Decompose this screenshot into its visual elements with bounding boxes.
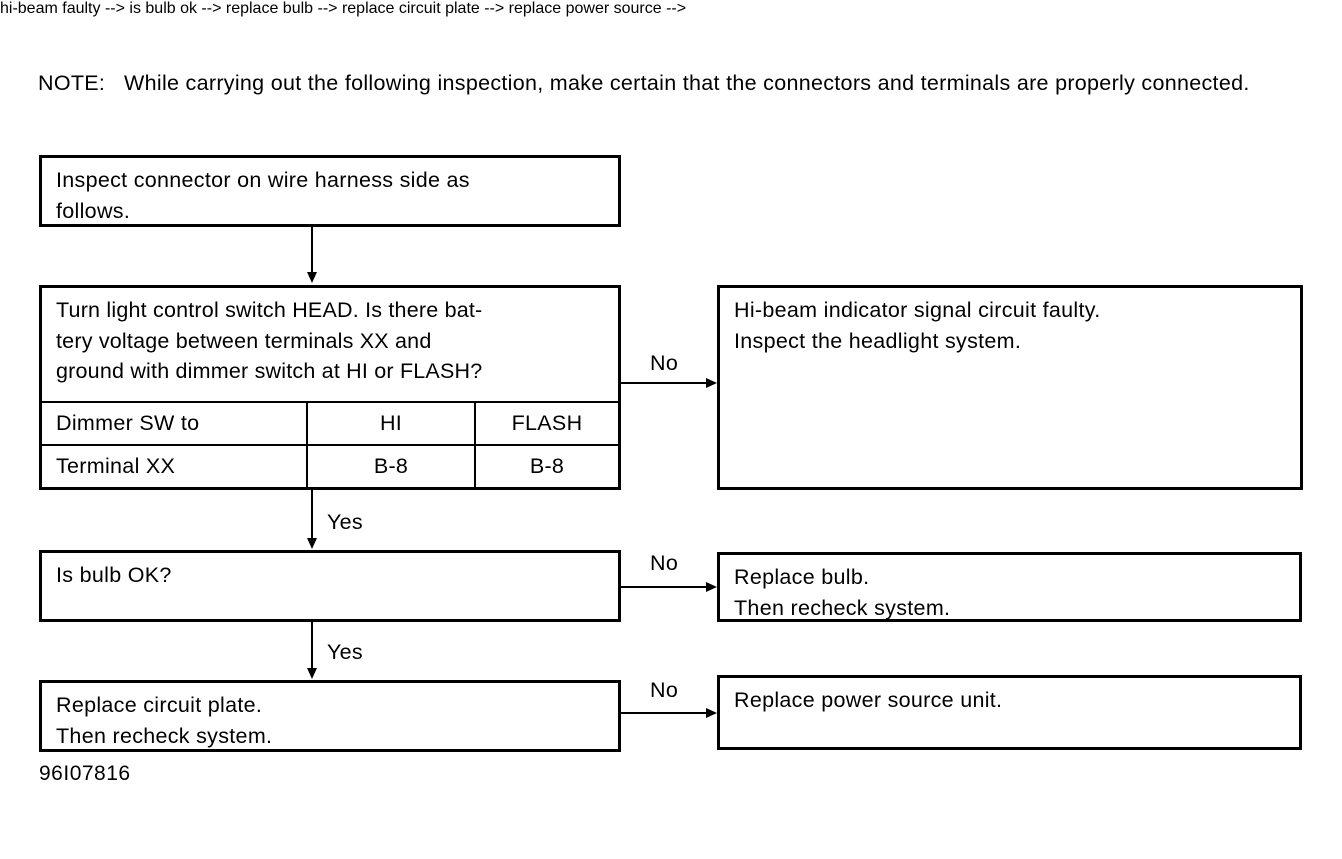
- terminal-table: Dimmer SW to HI FLASH Terminal XX B-8 B-…: [42, 401, 618, 487]
- box-replace-power-source: Replace power source unit.: [717, 675, 1302, 750]
- box-replace-circuit-plate-text: Replace circuit plate. Then recheck syst…: [56, 693, 273, 748]
- arrowhead-down-icon: [307, 272, 317, 283]
- table-row: Dimmer SW to HI FLASH: [42, 401, 618, 445]
- figure-code: 96I07816: [39, 762, 131, 785]
- table-cell-label: Terminal XX: [42, 444, 307, 487]
- table-cell-flash: FLASH: [474, 401, 618, 445]
- table-cell-flash: B-8: [474, 444, 618, 487]
- box-is-bulb-ok-text: Is bulb OK?: [56, 563, 172, 587]
- box-inspect-connector: Inspect connector on wire harness side a…: [39, 155, 621, 227]
- edge-label-yes-2: Yes: [327, 640, 363, 664]
- edge-label-no-2: No: [650, 551, 679, 575]
- edge-label-no-1: No: [650, 351, 679, 375]
- arrowhead-down-icon: [307, 668, 317, 679]
- arrowhead-right-icon: [706, 378, 717, 388]
- box-replace-power-source-text: Replace power source unit.: [734, 688, 1003, 712]
- arrowhead-down-icon: [307, 538, 317, 549]
- connector-decision-no: [621, 382, 707, 384]
- connector-bulb-no: [621, 586, 707, 588]
- box-decision-battery-voltage: Turn light control switch HEAD. Is there…: [39, 285, 621, 490]
- table-cell-label: Dimmer SW to: [42, 401, 307, 445]
- box-replace-bulb-text: Replace bulb. Then recheck system.: [734, 565, 951, 620]
- table-row: Terminal XX B-8 B-8: [42, 444, 618, 487]
- table-cell-hi: B-8: [306, 444, 475, 487]
- box-hi-beam-faulty: Hi-beam indicator signal circuit faulty.…: [717, 285, 1303, 490]
- box-replace-circuit-plate: Replace circuit plate. Then recheck syst…: [39, 680, 621, 752]
- arrowhead-right-icon: [706, 708, 717, 718]
- connector-bulb-yes: [311, 622, 313, 670]
- box-hi-beam-faulty-text: Hi-beam indicator signal circuit faulty.…: [734, 298, 1101, 353]
- arrowhead-right-icon: [706, 582, 717, 592]
- decision-question-text: Turn light control switch HEAD. Is there…: [56, 298, 483, 383]
- connector-inspect-to-decision: [311, 227, 313, 275]
- note-paragraph: NOTE: While carrying out the following i…: [38, 71, 1250, 95]
- edge-label-no-3: No: [650, 678, 679, 702]
- box-inspect-connector-text: Inspect connector on wire harness side a…: [56, 168, 470, 223]
- edge-label-yes-1: Yes: [327, 510, 363, 534]
- connector-plate-no: [621, 712, 707, 714]
- box-replace-bulb: Replace bulb. Then recheck system.: [717, 552, 1302, 622]
- connector-decision-yes: [311, 490, 313, 540]
- table-cell-hi: HI: [306, 401, 475, 445]
- box-is-bulb-ok: Is bulb OK?: [39, 550, 621, 622]
